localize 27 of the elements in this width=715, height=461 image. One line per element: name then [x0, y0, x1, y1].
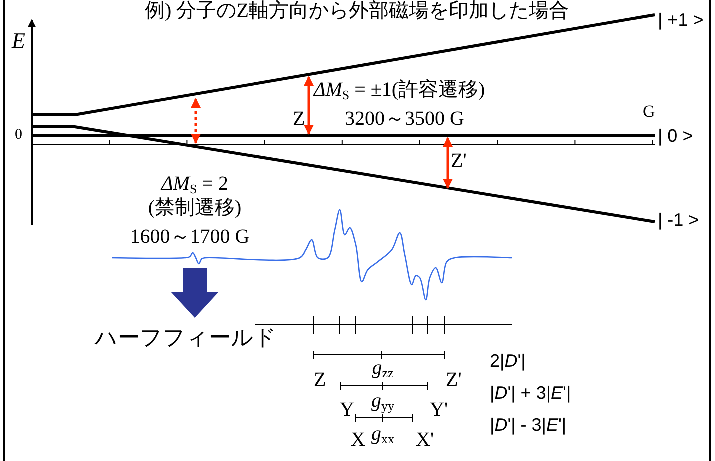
splitting-label: |D'| - 3|E'| [490, 416, 567, 434]
splitting-label: |D'| + 3|E'| [490, 384, 572, 402]
field-range: 1600～1700 G [130, 227, 250, 247]
g-tensor-label: g$_{yy}$ [372, 391, 394, 412]
transition-label: Z' [446, 370, 462, 390]
transition-label: ΔM$_{S}$ = 2 [162, 174, 228, 196]
axis-unit: G [643, 103, 656, 120]
transition-label: Y [340, 400, 354, 420]
axis-label: E [12, 30, 26, 52]
state-label: | 0 > [658, 127, 694, 145]
transition-label: Z' [451, 151, 467, 171]
axis-label: 0 [15, 128, 22, 143]
spectrum-label: ハーフフィールド [95, 327, 277, 349]
field-range: 3200～3500 G [345, 109, 464, 129]
transition-label: X' [416, 430, 434, 450]
transition-label: X [351, 430, 366, 450]
transition-label: Z [293, 109, 306, 129]
state-label: | -1 > [658, 211, 700, 229]
g-tensor-label: g$_{xx}$ [372, 424, 394, 446]
transition-label: Z [314, 370, 326, 390]
title: 例) 分子のZ軸方向から外部磁場を印加した場合 [145, 1, 569, 21]
g-tensor-label: g$_{zz}$ [372, 358, 394, 380]
transition-label: ΔM$_{S}$ = ±1(許容遷移) [314, 80, 486, 102]
transition-note: (禁制遷移) [148, 198, 242, 218]
transition-label: Y' [430, 400, 448, 420]
splitting-label: 2|D'| [490, 352, 526, 370]
state-label: | +1 > [658, 11, 704, 29]
